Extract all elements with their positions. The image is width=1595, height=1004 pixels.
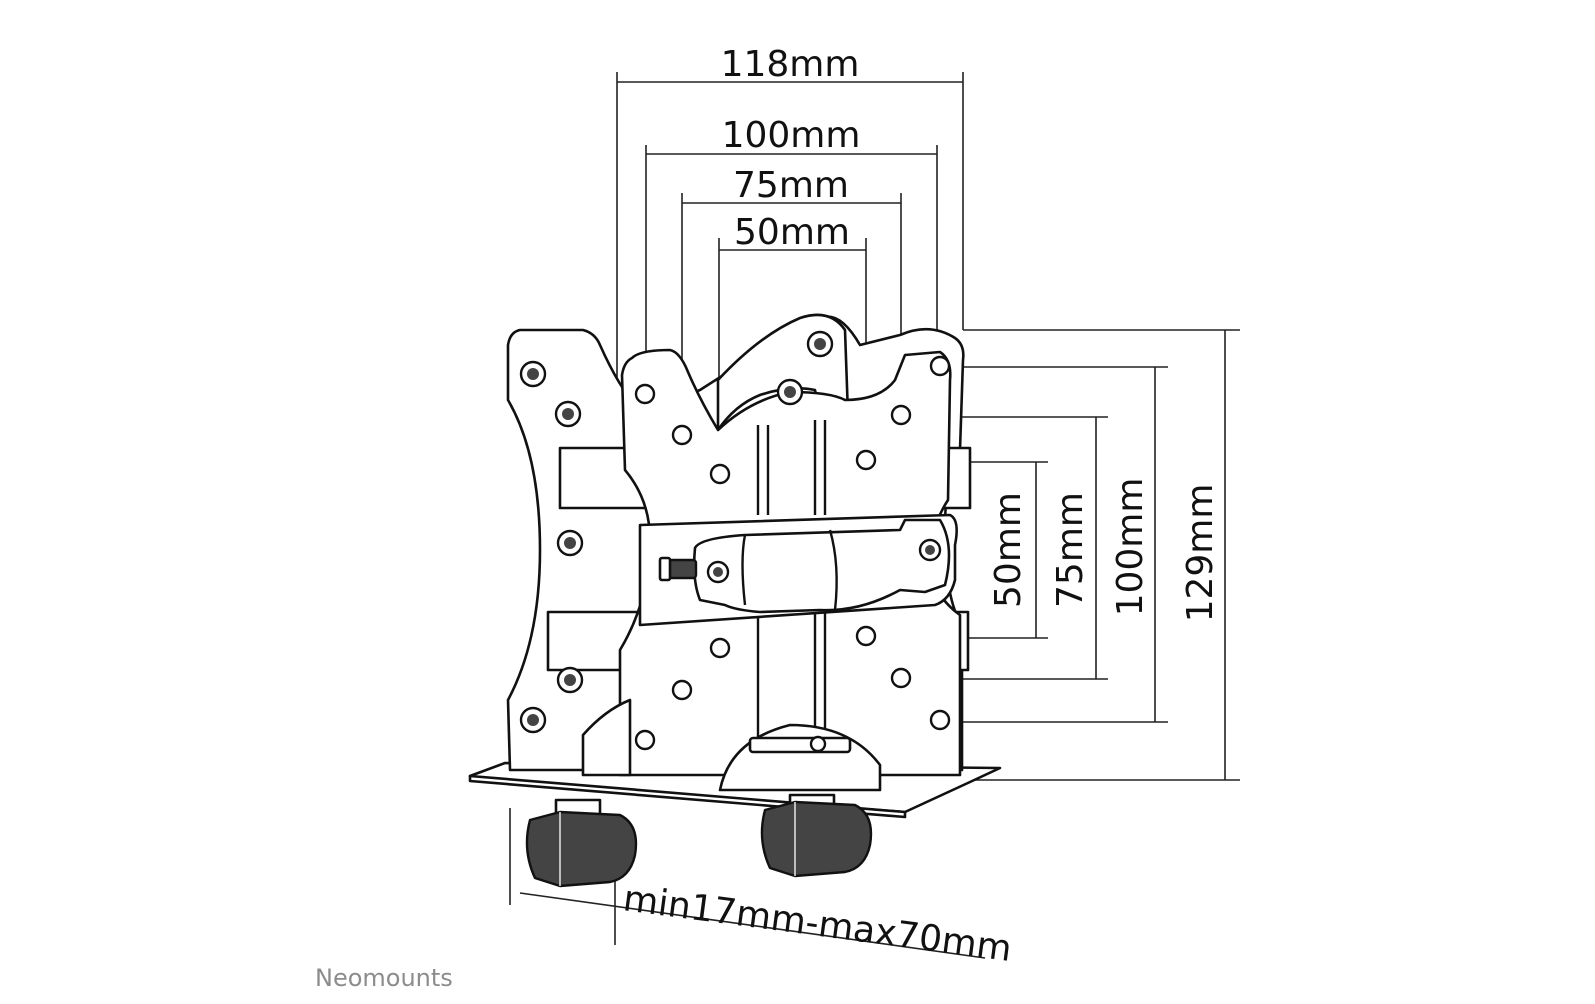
- dim-clamp-range: min17mm-max70mm: [621, 878, 1014, 970]
- left-knob: [525, 810, 638, 888]
- bracket-drawing: [468, 313, 1002, 888]
- dim-side-129: 129mm: [1180, 484, 1221, 623]
- dim-top-50: 50mm: [734, 212, 850, 253]
- brand-logo-text: Neomounts: [315, 964, 453, 992]
- top-dimension-lines: [616, 72, 964, 470]
- dim-top-75: 75mm: [733, 165, 849, 206]
- side-dimension-lines: [880, 329, 1240, 781]
- clamp-dimension-lines: [509, 808, 986, 959]
- dim-side-100: 100mm: [1110, 478, 1151, 617]
- mounting-holes: [519, 330, 951, 753]
- dim-top-100: 100mm: [722, 115, 861, 156]
- dim-side-50: 50mm: [988, 492, 1029, 608]
- dim-side-75: 75mm: [1050, 492, 1091, 608]
- dim-top-118: 118mm: [721, 44, 860, 85]
- right-knob: [760, 800, 873, 878]
